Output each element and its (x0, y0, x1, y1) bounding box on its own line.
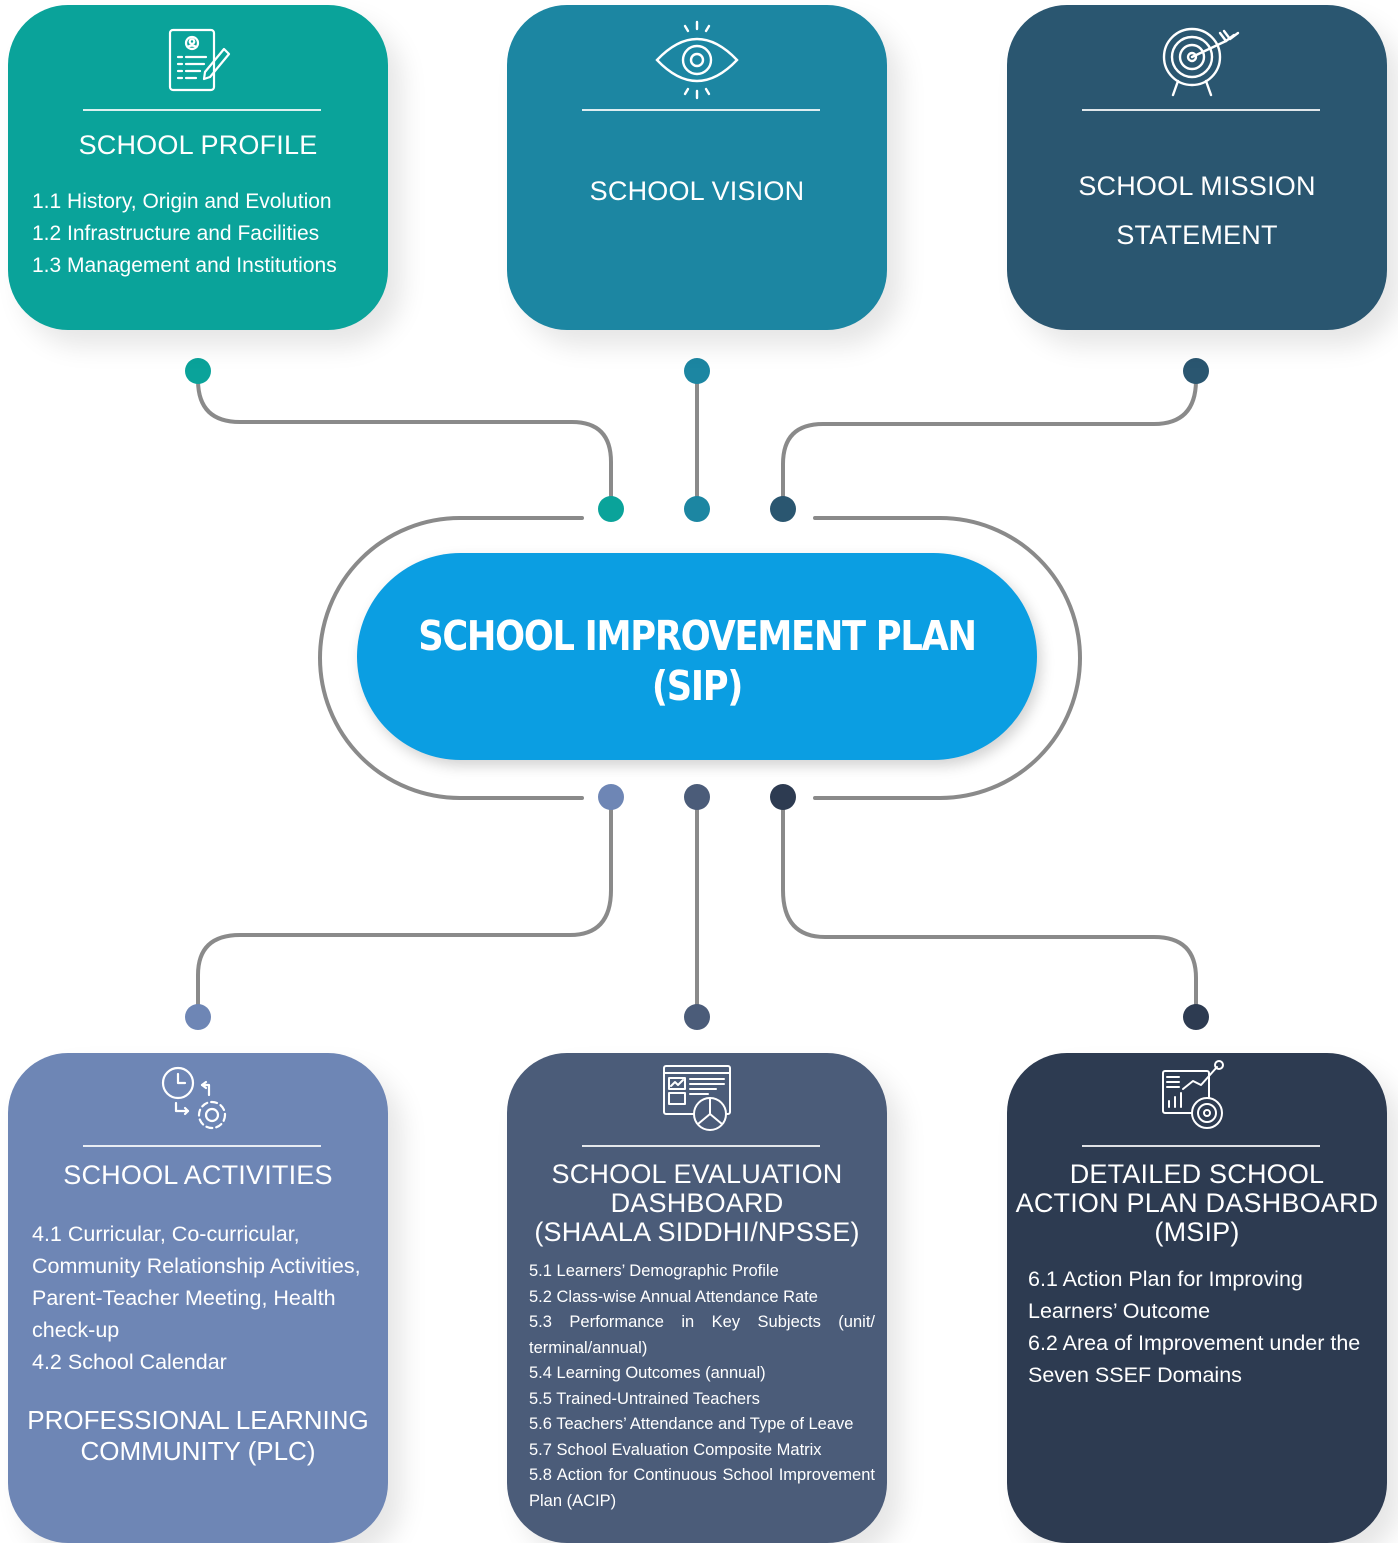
connector-activities (196, 796, 613, 1019)
title-divider (83, 109, 321, 111)
bracket-top-right (813, 516, 1083, 800)
dot-vision-center (684, 496, 710, 522)
list-item: 6.2 Area of Improvement under the Seven … (1028, 1331, 1361, 1387)
title-divider (83, 1145, 321, 1147)
list-item: 5.3 Performance in Key Subjects (unit/ t… (529, 1313, 875, 1357)
card-title: SCHOOL MISSION STATEMENT (1078, 171, 1316, 250)
list-item: 4.1 Curricular, Co-curricular, Community… (32, 1222, 361, 1342)
bracket-top-left (317, 516, 584, 800)
card-title: DETAILED SCHOOL ACTION PLAN DASHBOARD (M… (1015, 1159, 1379, 1247)
card-school-activities: SCHOOL ACTIVITIES 4.1 Curricular, Co-cur… (8, 1053, 388, 1543)
connector-profile (196, 370, 613, 510)
card-title: SCHOOL EVALUATION DASHBOARD (SHAALA SIDD… (534, 1159, 860, 1247)
list-item: 6.1 Action Plan for Improving Learners’ … (1028, 1267, 1303, 1323)
dot-profile-center (598, 496, 624, 522)
dot-action-center (770, 784, 796, 810)
list-item: 5.5 Trained-Untrained Teachers (529, 1389, 760, 1408)
card-title: SCHOOL ACTIVITIES (63, 1160, 333, 1190)
list-item: 1.2 Infrastructure and Facilities (32, 222, 320, 245)
list-item: 1.3 Management and Institutions (32, 254, 337, 277)
center-pill: SCHOOL IMPROVEMENT PLAN (SIP) (357, 553, 1037, 760)
title-divider (1082, 109, 1320, 111)
connector-action (781, 796, 1198, 1019)
dot-evaluation-center (684, 784, 710, 810)
list-item: 5.8 Action for Continuous School Improve… (529, 1466, 875, 1510)
dot-profile-top (185, 358, 211, 384)
list-item: 5.4 Learning Outcomes (annual) (529, 1364, 766, 1382)
connector-mission (781, 370, 1198, 510)
title-divider (1082, 1145, 1320, 1147)
list-item: 1.1 History, Origin and Evolution (32, 190, 332, 213)
title-divider (582, 1145, 820, 1147)
dot-vision-top (684, 358, 710, 384)
profile-document-icon (162, 27, 234, 98)
list-item: 5.6 Teachers’ Attendance and Type of Lea… (529, 1415, 854, 1433)
eye-icon (649, 20, 745, 105)
card-subtitle: PROFESSIONAL LEARNING COMMUNITY (PLC) (27, 1405, 369, 1466)
profile-list: 1.1 History, Origin and Evolution 1.2 In… (32, 186, 370, 282)
list-item: 4.2 School Calendar (32, 1350, 227, 1374)
target-icon (1154, 19, 1240, 104)
clock-gear-icon (158, 1065, 238, 1142)
card-action-plan-dashboard: DETAILED SCHOOL ACTION PLAN DASHBOARD (M… (1007, 1053, 1387, 1543)
dashboard-pie-icon (660, 1064, 734, 1141)
list-item: 5.1 Learners’ Demographic Profile (529, 1262, 779, 1280)
list-item: 5.2 Class-wise Annual Attendance Rate (529, 1287, 818, 1306)
center-title: SCHOOL IMPROVEMENT PLAN (SIP) (418, 612, 977, 710)
dot-activities-bottom (185, 1004, 211, 1030)
card-title: SCHOOL VISION (589, 176, 805, 206)
dot-mission-center (770, 496, 796, 522)
list-item: 5.7 School Evaluation Composite Matrix (529, 1440, 822, 1459)
activities-list: 4.1 Curricular, Co-curricular, Community… (32, 1218, 374, 1378)
card-school-profile: SCHOOL PROFILE 1.1 History, Origin and E… (8, 5, 388, 330)
dot-mission-top (1183, 358, 1209, 384)
evaluation-list: 5.1 Learners’ Demographic Profile 5.2 Cl… (529, 1259, 875, 1514)
dot-evaluation-bottom (684, 1004, 710, 1030)
dot-activities-center (598, 784, 624, 810)
action-list: 6.1 Action Plan for Improving Learners’ … (1028, 1263, 1373, 1391)
analytics-chart-icon (1157, 1059, 1237, 1140)
dot-action-bottom (1183, 1004, 1209, 1030)
card-title: SCHOOL PROFILE (78, 130, 318, 160)
card-school-evaluation-dashboard: SCHOOL EVALUATION DASHBOARD (SHAALA SIDD… (507, 1053, 887, 1543)
card-school-mission: SCHOOL MISSION STATEMENT (1007, 5, 1387, 330)
card-school-vision: SCHOOL VISION (507, 5, 887, 330)
title-divider (582, 109, 820, 111)
